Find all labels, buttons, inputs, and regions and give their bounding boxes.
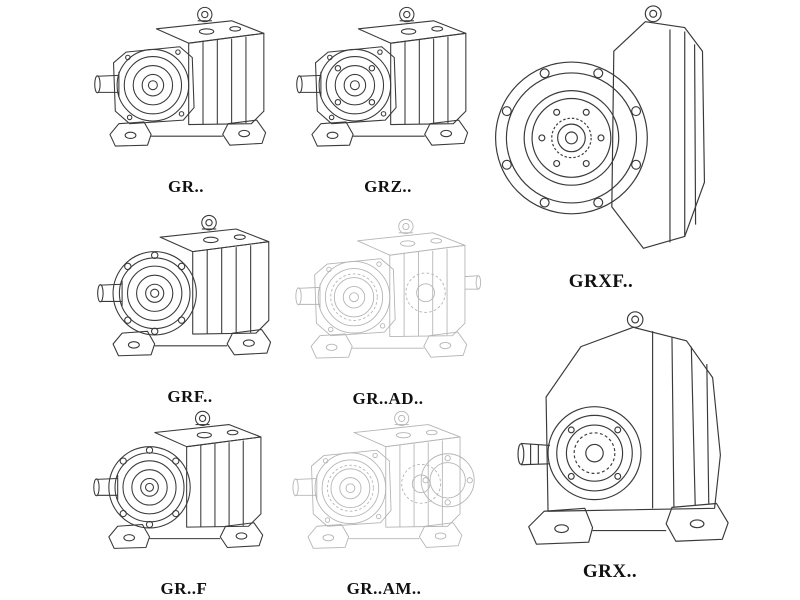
gearbox-drawing-grxf	[494, 5, 706, 249]
gearbox-drawing-grx	[517, 311, 729, 545]
figure-grxf: GRXF..	[486, 0, 716, 293]
figure-caption-grx: GRX..	[582, 561, 638, 582]
figure-caption-gram: GR..AM..	[346, 579, 422, 598]
figure-caption-gr: GR..	[168, 177, 204, 196]
figure-grx: GRX..	[488, 298, 732, 583]
figure-caption-grxf: GRXF..	[568, 271, 634, 292]
figure-gram: GR..AM..	[288, 406, 480, 599]
gearbox-drawing-grad	[288, 214, 488, 384]
gearbox-drawing-grz	[292, 2, 484, 172]
figure-grad: GR..AD..	[288, 214, 488, 409]
figure-grz: GRZ..	[292, 2, 484, 197]
gearbox-drawing-grf	[92, 210, 288, 382]
gearbox-drawing-gr	[88, 2, 284, 172]
figure-caption-grf: GRF..	[167, 387, 213, 406]
figure-caption-grff: GR..F	[160, 579, 208, 598]
figure-grff: GR..F	[88, 406, 280, 599]
figure-caption-grad: GR..AD..	[352, 389, 424, 408]
figure-gr: GR..	[88, 2, 284, 197]
figure-grf: GRF..	[92, 210, 288, 407]
gearbox-drawing-gram	[288, 406, 480, 574]
gearbox-drawing-grff	[88, 406, 280, 574]
figure-caption-grz: GRZ..	[364, 177, 412, 196]
